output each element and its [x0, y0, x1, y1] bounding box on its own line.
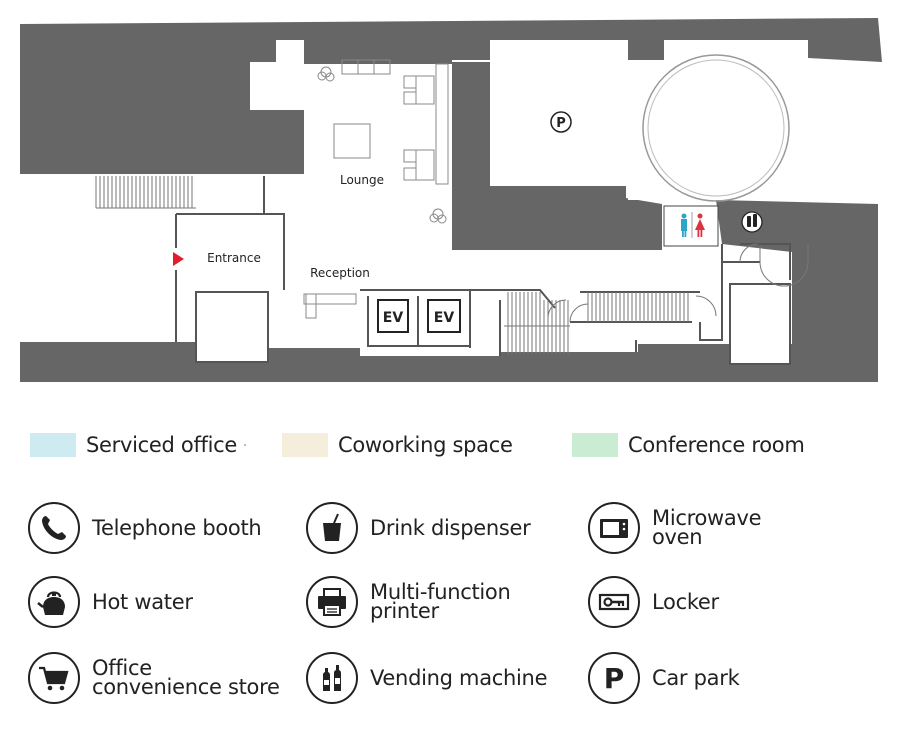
shopping-cart-icon [28, 652, 80, 704]
amenity-telephone-booth: Telephone booth [28, 500, 262, 556]
entrance-arrow-icon [173, 252, 184, 266]
vending-machine-icon [306, 652, 358, 704]
legend-item-serviced-office: Serviced office [30, 425, 237, 465]
legend-item-coworking-space: Coworking space [282, 425, 513, 465]
amenity-car-park: P Car park [588, 650, 740, 706]
printer-icon [306, 576, 358, 628]
legend-swatch [30, 433, 76, 457]
parking-marker-letter: P [556, 116, 566, 131]
room-label-entrance: Entrance [207, 251, 261, 265]
amenity-label: Locker [652, 589, 719, 614]
rotunda-inner [647, 59, 785, 197]
legend-label: Coworking space [338, 433, 513, 457]
key-icon [588, 576, 640, 628]
amenity-locker: Locker [588, 574, 719, 630]
stairs-right [504, 292, 689, 354]
amenity-label: Car park [652, 665, 740, 690]
amenity-vending-machine: Vending machine [306, 650, 548, 706]
elevator-2 [427, 299, 461, 333]
parking-marker-icon [550, 111, 572, 133]
legend-label: Conference room [628, 433, 805, 457]
amenity-label: Telephone booth [92, 515, 262, 540]
doors [547, 243, 809, 323]
plant-icon [317, 66, 447, 224]
rotunda-outer [642, 54, 790, 202]
kettle-icon [28, 576, 80, 628]
stray-mark [244, 444, 246, 446]
amenity-hot-water: Hot water [28, 574, 193, 630]
legend-swatch [282, 433, 328, 457]
elevator-1-label: EV [383, 310, 404, 326]
drink-cup-icon [306, 502, 358, 554]
floor-plan-map: P [20, 18, 882, 382]
telephone-icon [28, 502, 80, 554]
room-label-lounge: Lounge [340, 173, 384, 187]
microwave-icon [588, 502, 640, 554]
restroom-icon [681, 212, 705, 238]
amenity-label: Vending machine [370, 665, 548, 690]
stairs-left [95, 176, 196, 209]
parking-icon: P [588, 652, 640, 704]
vending-marker-icon [741, 211, 763, 233]
amenity-drink-dispenser: Drink dispenser [306, 500, 531, 556]
lounge-furniture [303, 59, 449, 319]
space-legend: Serviced office Coworking space Conferen… [0, 425, 900, 465]
room-label-reception: Reception [310, 266, 370, 280]
svg-text:P: P [604, 662, 625, 695]
amenity-label: Hot water [92, 589, 193, 614]
amenity-label: Drink dispenser [370, 515, 531, 540]
restroom-room [663, 205, 719, 247]
wall-blocks [20, 18, 882, 382]
legend-label: Serviced office [86, 433, 238, 457]
legend-swatch [572, 433, 618, 457]
elevator-2-label: EV [434, 310, 455, 326]
legend-item-conference-room: Conference room [572, 425, 805, 465]
elevator-1 [377, 299, 409, 333]
